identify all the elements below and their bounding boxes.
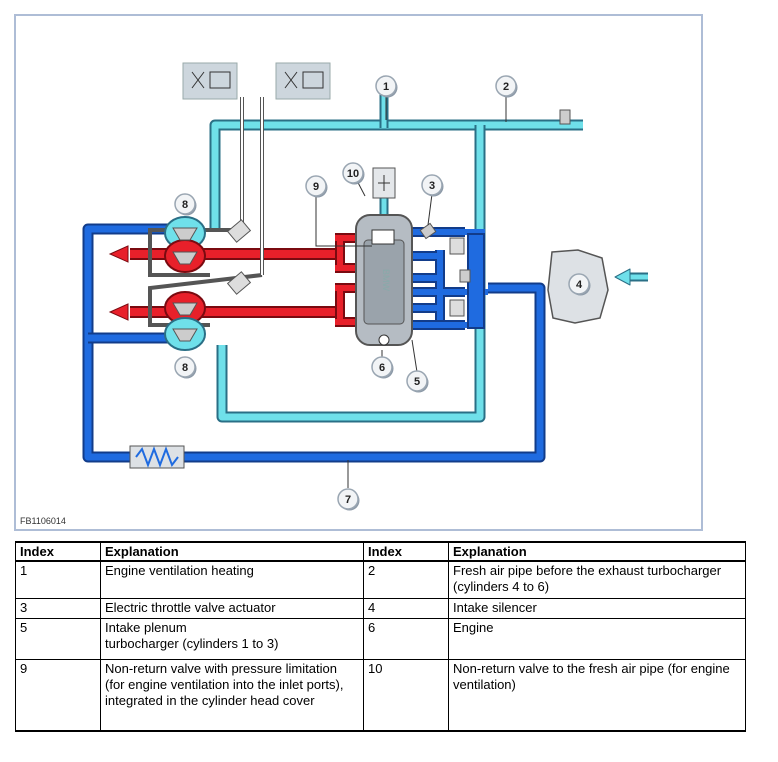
wastegate-valve-left (182, 62, 238, 100)
engine-logo-text: BMW (381, 269, 391, 292)
turbocharger-upper (164, 216, 206, 273)
engine-ventilation-diagram: BMW 1 2 3 4 5 6 7 8 8 9 10 FB1106014 (20, 62, 648, 526)
wastegate-valve-right (275, 62, 331, 100)
legend-index: 5 (15, 617, 101, 660)
header-index-2: Index (363, 541, 449, 562)
callout-8: 8 (174, 193, 197, 216)
callout-label: 10 (347, 168, 359, 180)
vacuum-lines (148, 97, 264, 327)
callout-label: 4 (576, 279, 583, 291)
callout-label: 8 (182, 362, 188, 374)
header-explanation-1: Explanation (100, 541, 364, 562)
legend-index: 1 (15, 560, 101, 599)
legend-explanation: Engine (448, 617, 746, 660)
callout-10: 10 (342, 162, 365, 185)
legend-explanation: Intake plenum turbocharger (cylinders 1 … (100, 617, 364, 660)
callout-9: 9 (305, 175, 328, 198)
pressure-sensor (559, 109, 571, 125)
legend-explanation: Intake silencer (448, 597, 746, 619)
callout-6: 6 (371, 356, 394, 379)
header-explanation-2: Explanation (448, 541, 746, 562)
header-index-1: Index (15, 541, 101, 562)
callout-7: 7 (337, 488, 360, 511)
wastegate-actuators (226, 219, 252, 295)
turbocharger-lower (164, 291, 206, 351)
callout-8: 8 (174, 356, 197, 379)
legend-explanation: Electric throttle valve actuator (100, 597, 364, 619)
legend-explanation: Fresh air pipe before the exhaust turboc… (448, 560, 746, 599)
non-return-valve-10 (372, 167, 396, 199)
throttle-blocks (449, 233, 485, 329)
legend-explanation: Engine ventilation heating (100, 560, 364, 599)
legend-explanation: Non-return valve to the fresh air pipe (… (448, 658, 746, 732)
callout-1: 1 (375, 75, 398, 98)
callout-label: 7 (345, 494, 351, 506)
legend-index: 3 (15, 597, 101, 619)
callout-group: 1 2 3 4 5 6 7 8 8 9 10 (174, 75, 591, 511)
callout-label: 5 (414, 376, 420, 388)
legend-index: 6 (363, 617, 449, 660)
pressure-regulator (129, 445, 185, 469)
legend-index: 9 (15, 658, 101, 732)
charge-air-pipes (82, 223, 546, 463)
legend-explanation: Non-return valve with pressure limitatio… (100, 658, 364, 732)
legend-index: 2 (363, 560, 449, 599)
callout-5: 5 (406, 370, 429, 393)
legend-index: 4 (363, 597, 449, 619)
legend-index: 10 (363, 658, 449, 732)
callout-2: 2 (495, 75, 518, 98)
callout-label: 1 (383, 81, 389, 93)
callout-4: 4 (568, 273, 591, 296)
throttle-actuator (419, 222, 437, 240)
callout-label: 6 (379, 362, 385, 374)
callout-3: 3 (421, 174, 444, 197)
callout-label: 8 (182, 199, 188, 211)
legend-header-row: Index Explanation Index Explanation (15, 541, 746, 562)
engine-block: BMW (355, 214, 413, 346)
callout-label: 3 (429, 180, 435, 192)
callout-label: 9 (313, 181, 319, 193)
figure-id: FB1106014 (20, 516, 66, 526)
callout-label: 2 (503, 81, 509, 93)
